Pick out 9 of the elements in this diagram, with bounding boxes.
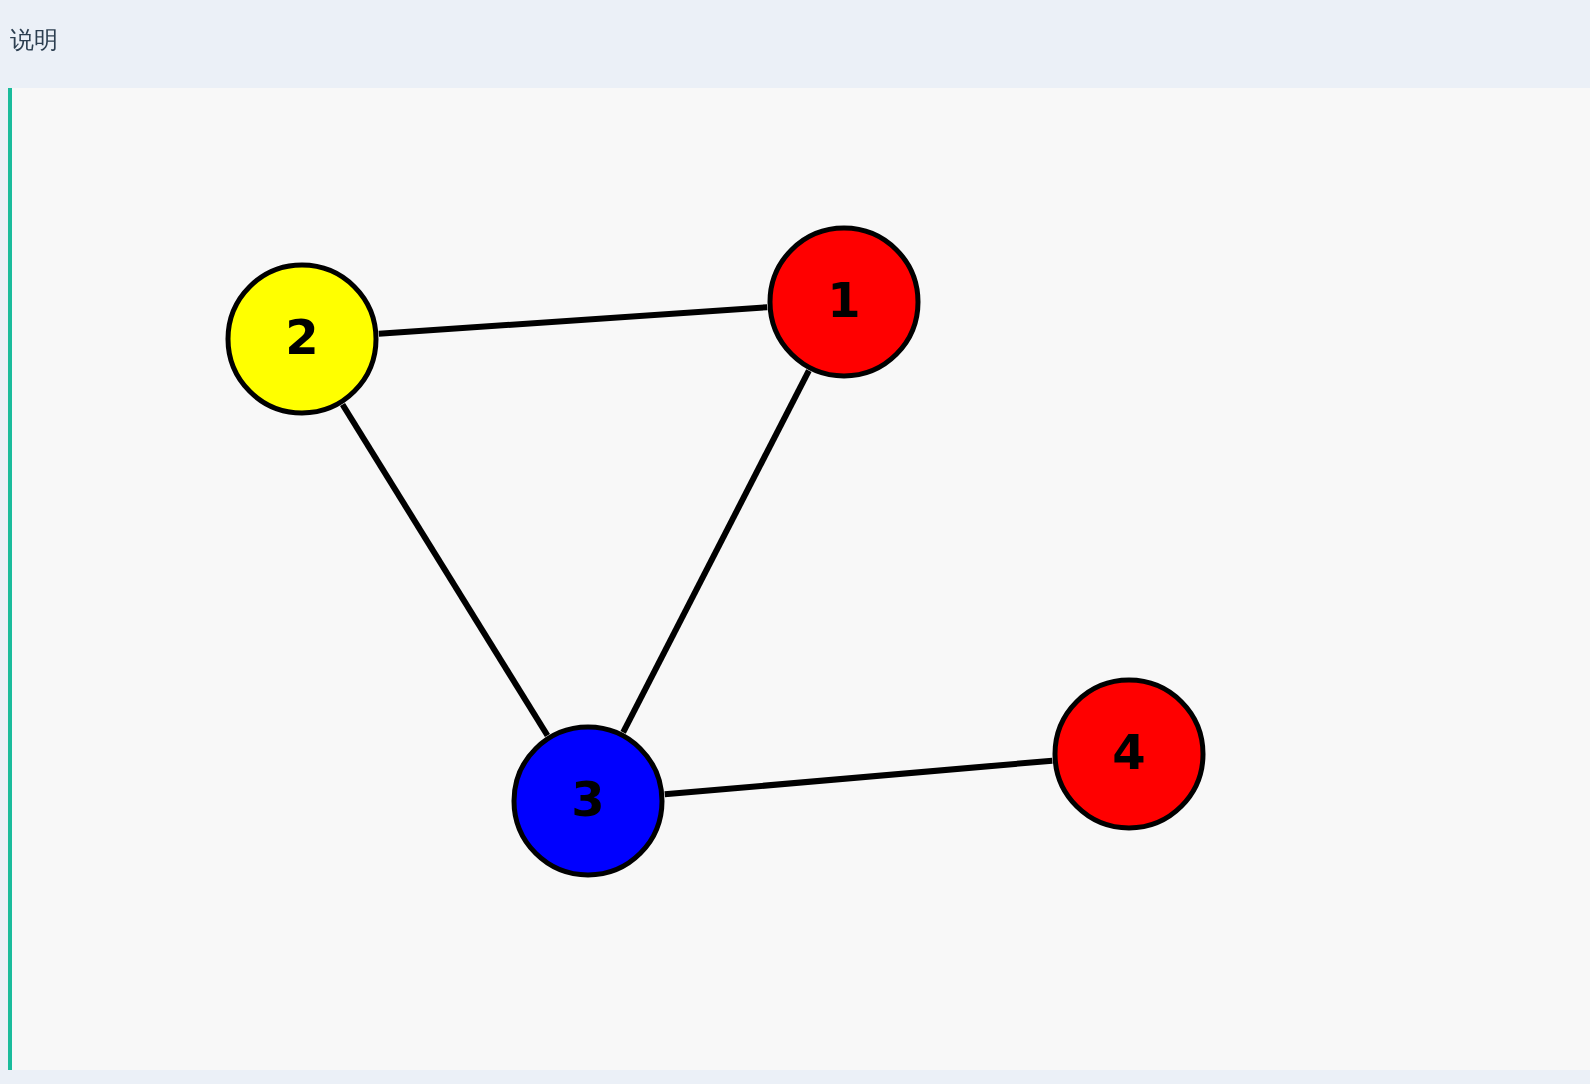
node-number: 4 [1111, 724, 1147, 780]
edge-line [339, 402, 551, 738]
edge-line [620, 369, 812, 734]
edge-line [664, 757, 1053, 798]
node-number: 2 [284, 309, 320, 365]
title: 说明 [10, 25, 58, 56]
node-number: 1 [826, 272, 862, 328]
node-number: 3 [570, 771, 606, 827]
edge-line [378, 304, 768, 337]
